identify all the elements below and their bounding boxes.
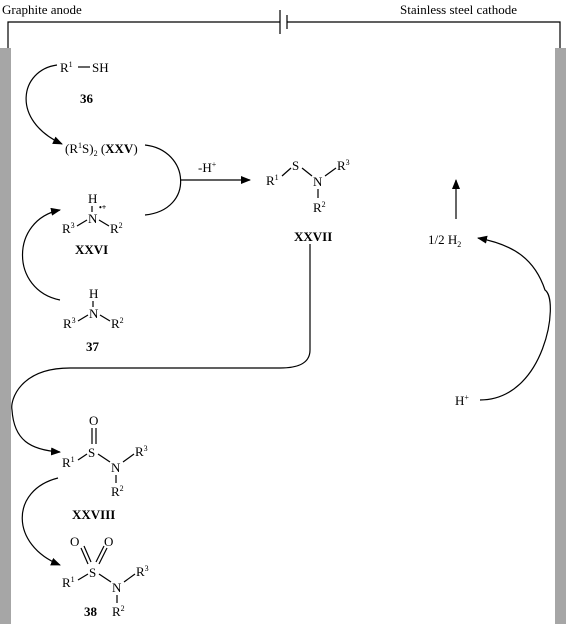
compound-number-37: 37 — [86, 339, 100, 354]
label-xxvii: XXVII — [294, 229, 332, 244]
svg-text:S: S — [89, 565, 96, 580]
h-plus-label: H+ — [455, 393, 469, 408]
arrow-36-to-xxv — [25, 64, 63, 145]
compound-number-38: 38 — [84, 604, 98, 619]
svg-text:R2: R2 — [111, 316, 124, 331]
svg-text:R1: R1 — [266, 173, 279, 188]
compound-38: O O S R1 N R3 R2 38 — [62, 534, 149, 619]
svg-text:R2: R2 — [313, 200, 326, 215]
svg-text:H: H — [88, 191, 97, 206]
svg-text:S: S — [292, 158, 299, 173]
graphite-anode — [0, 48, 11, 624]
svg-text:R3: R3 — [63, 316, 76, 331]
svg-text:N: N — [111, 460, 121, 475]
compound-xxviii: O S R1 N R3 R2 XXVIII — [62, 413, 148, 522]
svg-text:N: N — [89, 306, 99, 321]
stainless-steel-cathode — [555, 48, 566, 624]
svg-text:R3: R3 — [337, 158, 350, 173]
svg-text:(R1S)2 (XXV): (R1S)2 (XXV) — [65, 141, 138, 158]
h2-label: 1/2 H2 — [428, 232, 461, 249]
compound-xxv: (R1S)2 (XXV) — [65, 141, 138, 158]
compound-36: R1 SH 36 — [60, 60, 109, 106]
compound-xxvi: H N •+ R3 R2 XXVI — [62, 191, 123, 257]
svg-text:N: N — [112, 580, 122, 595]
arrow-h-plus-to-h2 — [477, 235, 551, 401]
svg-text:N: N — [88, 211, 98, 226]
svg-text:•+: •+ — [99, 203, 107, 212]
label-xxv: XXV — [105, 141, 134, 156]
label-xxviii: XXVIII — [72, 507, 115, 522]
svg-text:O: O — [89, 413, 98, 428]
svg-text:R1: R1 — [60, 60, 73, 75]
svg-text:R2: R2 — [111, 484, 124, 499]
minus-h-label: -H+ — [198, 160, 217, 175]
svg-text:N: N — [313, 174, 323, 189]
label-xxvi: XXVI — [75, 242, 108, 257]
sh-label: SH — [92, 60, 109, 75]
svg-text:R2: R2 — [110, 221, 123, 236]
anode-label: Graphite anode — [2, 2, 82, 17]
svg-text:R2: R2 — [112, 604, 125, 619]
svg-text:R3: R3 — [135, 444, 148, 459]
svg-text:R3: R3 — [62, 221, 75, 236]
svg-text:R1: R1 — [62, 455, 75, 470]
arrow-xxvii-to-xxviii — [11, 244, 311, 456]
arrow-xxviii-to-38 — [21, 477, 61, 566]
svg-text:H: H — [89, 286, 98, 301]
compound-number-36: 36 — [80, 91, 94, 106]
r1-label: R — [60, 60, 69, 75]
circuit-wire — [7, 10, 561, 48]
svg-text:O: O — [70, 534, 79, 549]
compound-37: H N R3 R2 37 — [63, 286, 124, 354]
arrow-37-to-xxvi — [21, 207, 61, 301]
svg-text:R3: R3 — [136, 564, 149, 579]
svg-text:S: S — [88, 445, 95, 460]
svg-text:R1: R1 — [62, 575, 75, 590]
compound-xxvii: R1 S N R3 R2 XXVII — [266, 158, 350, 244]
arrow-coupling — [144, 144, 182, 216]
cathode-label: Stainless steel cathode — [400, 2, 517, 17]
svg-text:O: O — [104, 534, 113, 549]
